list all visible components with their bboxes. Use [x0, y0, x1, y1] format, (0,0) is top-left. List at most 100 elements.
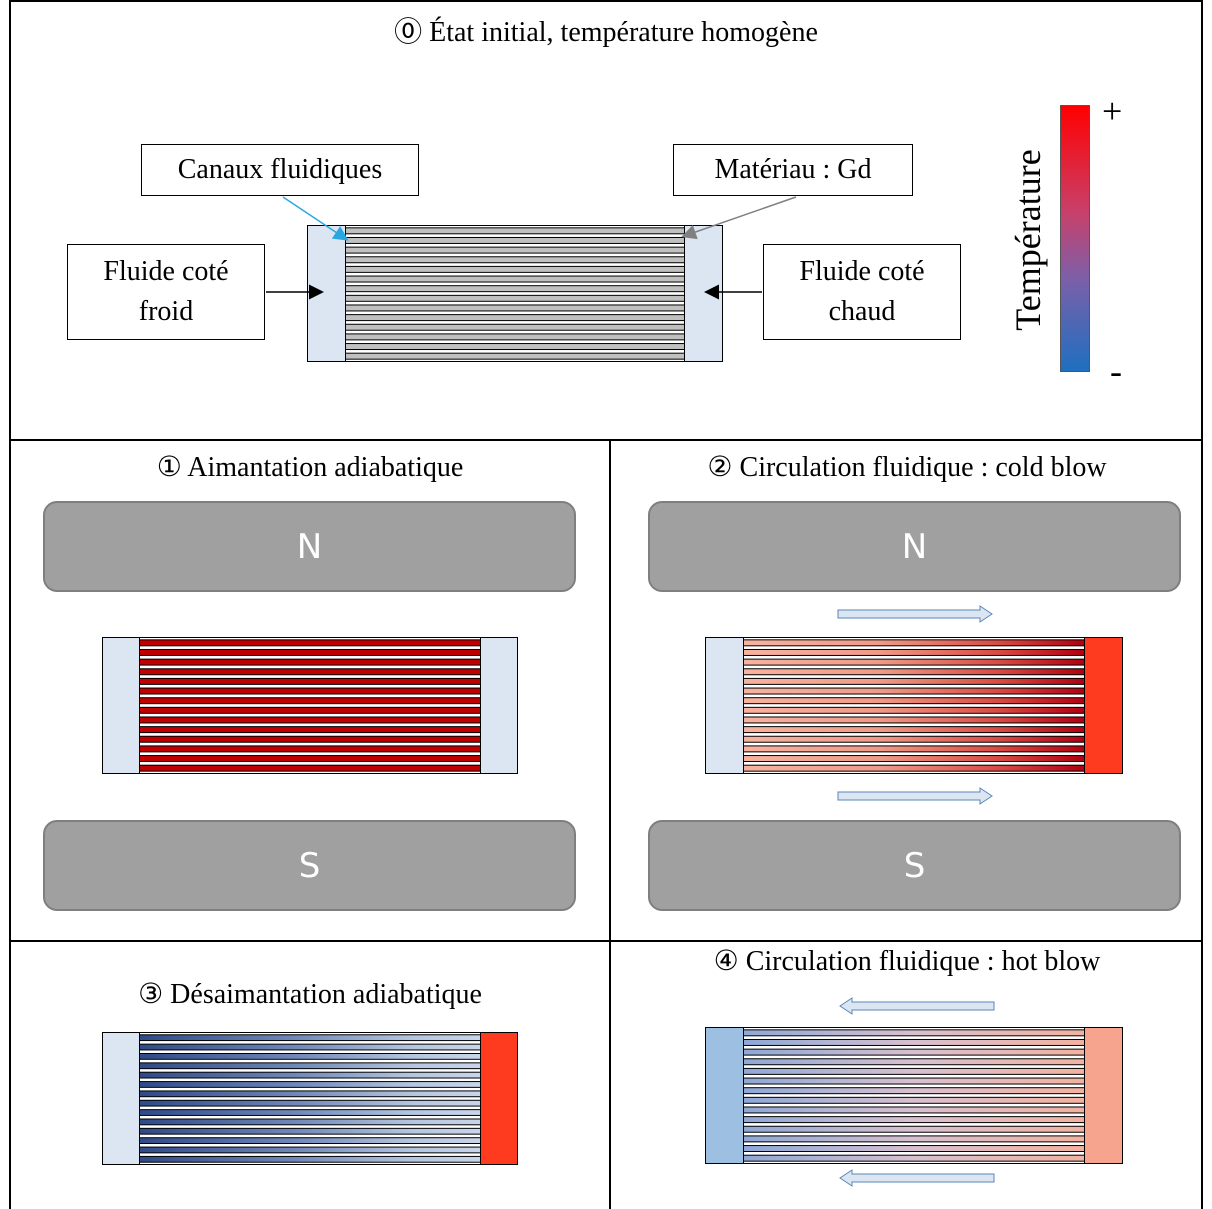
material-plate [345, 246, 685, 254]
step3-title: ③ Désaimantation adiabatique [138, 979, 482, 1010]
step4-title: ④ Circulation fluidique : hot blow [713, 946, 1101, 977]
material-plate [139, 1043, 481, 1051]
magnet-south: S [648, 820, 1181, 911]
magnet-north: N [43, 501, 576, 592]
material-plate [345, 343, 685, 351]
material-plate [345, 304, 685, 312]
material-plate [139, 716, 481, 724]
step0-title: ⓪ État initial, température homogène [394, 17, 818, 48]
fluid-cold-end [307, 225, 346, 362]
material-plate [743, 1038, 1085, 1046]
magnet-north-label: N [901, 526, 928, 567]
material-plate [743, 755, 1085, 763]
step1-title: ① Aimantation adiabatique [156, 452, 464, 483]
material-plate [139, 764, 481, 772]
regenerator-housing [102, 637, 518, 774]
material-label-box: Matériau : Gd [673, 144, 913, 196]
regenerator-svg [705, 637, 1123, 774]
material-label: Matériau : Gd [714, 154, 872, 185]
fluid-cold-end [102, 1032, 140, 1165]
hot-fluid-label: Fluide coté chaud [799, 256, 925, 327]
fluid-cold-end [705, 637, 744, 774]
material-plate [743, 1096, 1085, 1104]
material-plate [139, 1109, 481, 1116]
magnet-north-label: N [296, 526, 323, 567]
regenerator-svg [705, 1027, 1123, 1164]
material-plate [743, 1135, 1085, 1143]
material-plate [743, 716, 1085, 724]
regenerator-svg [307, 225, 723, 362]
material-plate [139, 1155, 481, 1163]
column-divider [609, 439, 611, 1209]
material-plate [139, 668, 481, 676]
material-plate [139, 735, 481, 743]
cold-fluid-label-box: Fluide coté froid [67, 244, 265, 340]
material-plate [743, 745, 1085, 753]
regenerator-svg [102, 637, 518, 774]
material-plate [345, 265, 685, 273]
step2-title: ② Circulation fluidique : cold blow [707, 452, 1107, 483]
material-plate [139, 1052, 481, 1060]
material-plate [345, 275, 685, 283]
regenerator-hot-blow [705, 1027, 1123, 1164]
material-plate [139, 1137, 481, 1145]
fluid-hot-end [1084, 1027, 1123, 1164]
colorbar-max-label: + [1102, 91, 1123, 131]
material-plate [743, 1067, 1085, 1075]
material-plate [139, 755, 481, 763]
material-plate [139, 1081, 481, 1088]
material-plate [743, 726, 1085, 734]
flow-arrow-left [839, 997, 995, 1015]
channels-label: Canaux fluidiques [177, 154, 383, 185]
material-plate [743, 1154, 1085, 1162]
material-plate [139, 687, 481, 695]
material-plate [743, 1116, 1085, 1124]
material-plate [743, 1077, 1085, 1085]
material-plate [345, 227, 685, 235]
material-plate [345, 323, 685, 331]
material-plate [139, 677, 481, 685]
material-plate [743, 1087, 1085, 1095]
material-plate [743, 697, 1085, 705]
material-plate [743, 1145, 1085, 1153]
material-plate [139, 1099, 481, 1107]
material-plate [139, 1090, 481, 1098]
temperature-colorbar [1060, 105, 1090, 372]
channels-label-box: Canaux fluidiques [141, 144, 419, 196]
table-border-right [1201, 0, 1203, 1209]
material-plate [139, 1127, 481, 1135]
regenerator-magnetized [102, 637, 518, 774]
regenerator-housing [705, 637, 1123, 774]
material-plate [139, 1118, 481, 1126]
material-plate [139, 639, 481, 647]
row-divider-2 [9, 940, 1203, 942]
row-divider-1 [9, 439, 1203, 441]
material-plate [743, 735, 1085, 743]
material-plate [743, 1058, 1085, 1066]
colorbar-title: Température [1008, 149, 1048, 331]
material-plate [139, 1071, 481, 1079]
material-plate [139, 1062, 481, 1070]
material-plate [743, 648, 1085, 656]
material-plate [743, 677, 1085, 685]
magnet-south-label: S [298, 845, 321, 886]
flow-arrow-right [837, 787, 993, 805]
regenerator-cold-blow [705, 637, 1123, 774]
material-plate [139, 726, 481, 734]
fluid-cold-end [102, 637, 140, 774]
fluid-cold-end [705, 1027, 744, 1164]
material-plate [139, 697, 481, 705]
material-plate [345, 285, 685, 293]
material-plate [743, 1125, 1085, 1133]
material-plate [743, 668, 1085, 676]
material-plate [743, 1106, 1085, 1114]
regenerator-demagnetized [102, 1032, 518, 1165]
magnet-north: N [648, 501, 1181, 592]
material-plate [345, 333, 685, 341]
material-plate [345, 236, 685, 244]
material-plate [139, 648, 481, 656]
regenerator-svg [102, 1032, 518, 1165]
material-plate [743, 1048, 1085, 1056]
material-plate [345, 294, 685, 302]
material-plate [743, 1029, 1085, 1037]
